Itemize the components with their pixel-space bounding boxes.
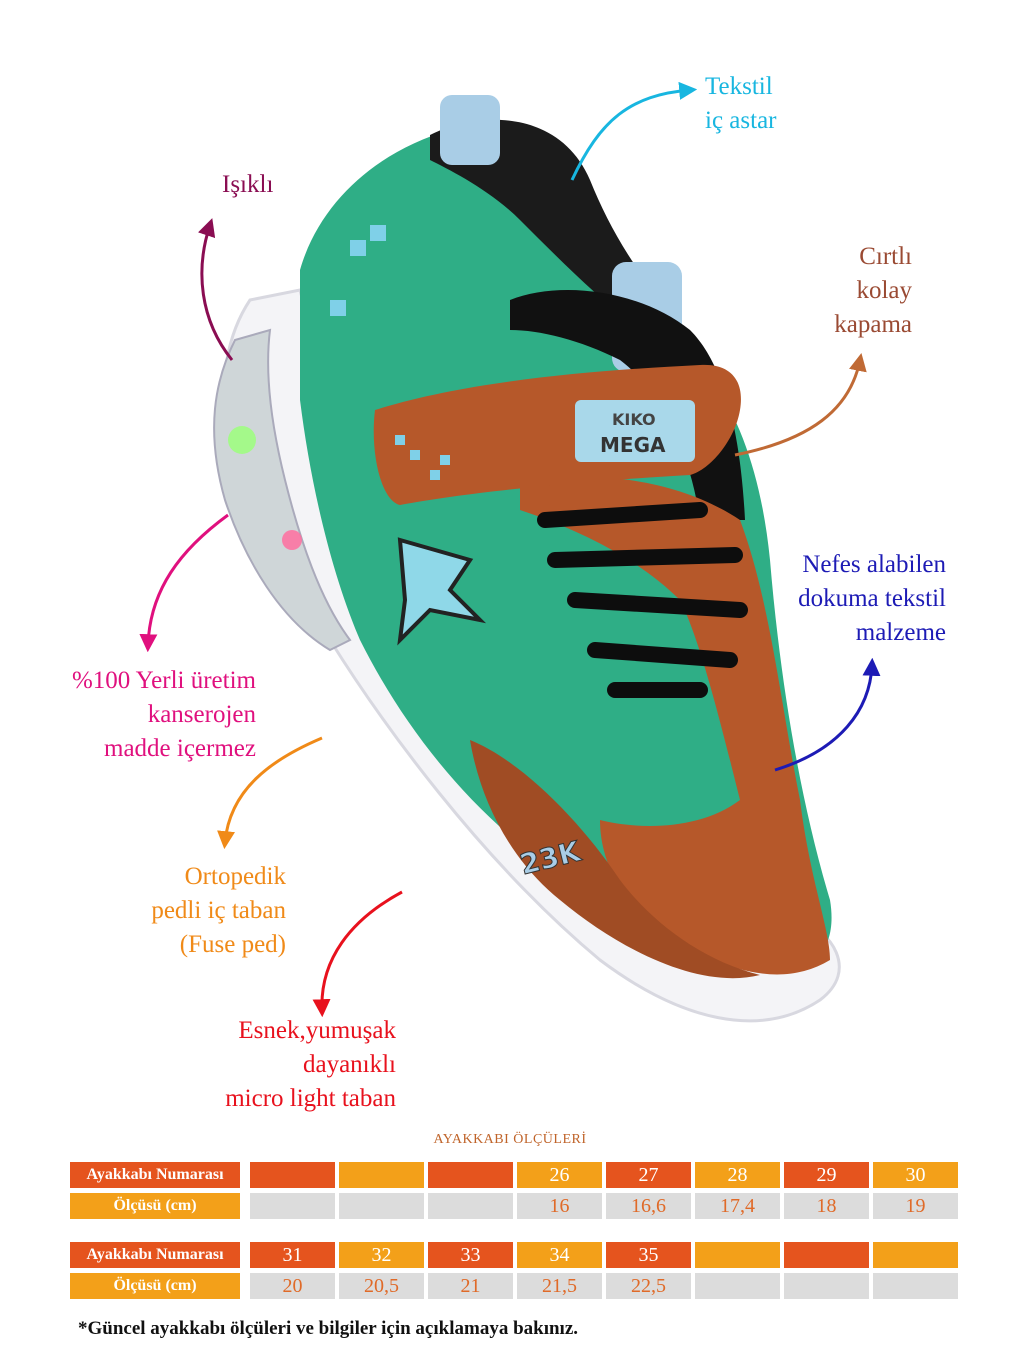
velcro-strap bbox=[373, 364, 741, 505]
size-number-cell: 34 bbox=[517, 1242, 602, 1268]
feature-line: kolay bbox=[856, 277, 912, 304]
feature-line: Nefes alabilen bbox=[802, 551, 946, 578]
size-row-label: Ayakkabı Numarası bbox=[70, 1242, 240, 1268]
size-number-cell: 26 bbox=[517, 1162, 602, 1188]
size-row-label: Ayakkabı Numarası bbox=[70, 1162, 240, 1188]
size-number-cell bbox=[695, 1242, 780, 1268]
arrow-textile bbox=[570, 81, 698, 181]
size-measure-cell bbox=[250, 1193, 335, 1219]
star-logo bbox=[397, 537, 487, 646]
arrow-local bbox=[139, 513, 229, 653]
size-number-cell: 31 bbox=[250, 1242, 335, 1268]
size-measure-cell: 21 bbox=[428, 1273, 513, 1299]
feature-line: Esnek,yumuşak bbox=[238, 1017, 396, 1044]
sneaker-image: KIKO MEGA 23K bbox=[213, 95, 841, 1023]
brown-overlay-front bbox=[520, 476, 830, 975]
size-number-cell: 27 bbox=[606, 1162, 691, 1188]
size-number-cell: 33 bbox=[428, 1242, 513, 1268]
laces bbox=[537, 502, 748, 698]
size-number-cell bbox=[250, 1162, 335, 1188]
heel-tab bbox=[440, 95, 500, 165]
feature-line: madde içermez bbox=[104, 735, 256, 762]
size-number-cell bbox=[784, 1242, 869, 1268]
feature-line: Tekstil bbox=[705, 73, 773, 100]
led-green bbox=[228, 426, 256, 454]
size-measure-cell bbox=[339, 1193, 424, 1219]
size-number-cell bbox=[873, 1242, 958, 1268]
feature-line: Cırtlı bbox=[859, 243, 912, 270]
strap-label-bg bbox=[575, 400, 695, 462]
size-number-cell: 29 bbox=[784, 1162, 869, 1188]
size-measure-cell: 18 bbox=[784, 1193, 869, 1219]
feature-line: %100 Yerli üretim bbox=[71, 667, 256, 694]
size-number-cell bbox=[428, 1162, 513, 1188]
mesh-panel bbox=[510, 290, 745, 520]
size-measure-cell bbox=[784, 1273, 869, 1299]
strap-brand: KIKO bbox=[612, 410, 656, 429]
feature-sole: Esnek,yumuşak dayanıklı micro light taba… bbox=[150, 1014, 396, 1116]
size-measure-cell: 20,5 bbox=[339, 1273, 424, 1299]
size-measure-cell: 19 bbox=[873, 1193, 958, 1219]
feature-local: %100 Yerli üretim kanserojen madde içerm… bbox=[40, 664, 256, 766]
feature-line: Işıklı bbox=[222, 171, 274, 198]
brown-overlay-heel bbox=[470, 740, 760, 979]
feature-line: malzeme bbox=[855, 619, 946, 646]
arrow-lighted bbox=[198, 218, 234, 361]
size-measure-cell bbox=[873, 1273, 958, 1299]
size-measure-cell bbox=[428, 1193, 513, 1219]
size-number-cell: 32 bbox=[339, 1242, 424, 1268]
sneaker-upper bbox=[300, 127, 832, 968]
feature-line: Ortopedik bbox=[184, 863, 286, 890]
feature-line: micro light taban bbox=[225, 1085, 396, 1112]
size-measure-cell bbox=[695, 1273, 780, 1299]
strap-sub: MEGA bbox=[600, 433, 666, 457]
feature-line: iç astar bbox=[705, 107, 777, 134]
size-measure-cell: 21,5 bbox=[517, 1273, 602, 1299]
feature-velcro: Cırtlı kolay kapama bbox=[780, 240, 912, 342]
size-measure-cell: 17,4 bbox=[695, 1193, 780, 1219]
heel-light-capsule bbox=[213, 328, 352, 652]
size-measure-cell: 16,6 bbox=[606, 1193, 691, 1219]
size-row-label: Ölçüsü (cm) bbox=[70, 1193, 240, 1219]
callout-arrows bbox=[139, 81, 881, 1018]
arrow-sole bbox=[312, 890, 403, 1018]
led-pink bbox=[282, 530, 302, 550]
size-row-label: Ölçüsü (cm) bbox=[70, 1273, 240, 1299]
feature-line: dayanıklı bbox=[302, 1051, 396, 1078]
size-measure-cell: 16 bbox=[517, 1193, 602, 1219]
arrow-velcro bbox=[734, 352, 867, 457]
feature-line: dokuma tekstil bbox=[798, 585, 946, 612]
size-number-cell: 28 bbox=[695, 1162, 780, 1188]
feature-line: pedli iç taban bbox=[151, 897, 286, 924]
feature-breathable: Nefes alabilen dokuma tekstil malzeme bbox=[760, 548, 946, 650]
feature-lighted: Işıklı bbox=[222, 168, 273, 202]
size-measure-cell: 22,5 bbox=[606, 1273, 691, 1299]
feature-line: (Fuse ped) bbox=[179, 931, 286, 958]
size-number-cell: 30 bbox=[873, 1162, 958, 1188]
feature-line: kapama bbox=[834, 311, 912, 338]
feature-orthopedic: Ortopedik pedli iç taban (Fuse ped) bbox=[80, 860, 286, 962]
pixel-pattern bbox=[330, 225, 450, 480]
feature-line: kanserojen bbox=[147, 701, 256, 728]
footnote: *Güncel ayakkabı ölçüleri ve bilgiler iç… bbox=[78, 1318, 579, 1339]
size-number-cell: 35 bbox=[606, 1242, 691, 1268]
feature-textile-lining: Tekstil iç astar bbox=[705, 70, 776, 138]
size-measure-cell: 20 bbox=[250, 1273, 335, 1299]
size-table-title: AYAKKABI ÖLÇÜLERİ bbox=[433, 1132, 587, 1147]
arrow-breathable bbox=[774, 657, 881, 772]
size-number-cell bbox=[339, 1162, 424, 1188]
arrow-orthopedic bbox=[217, 736, 323, 850]
